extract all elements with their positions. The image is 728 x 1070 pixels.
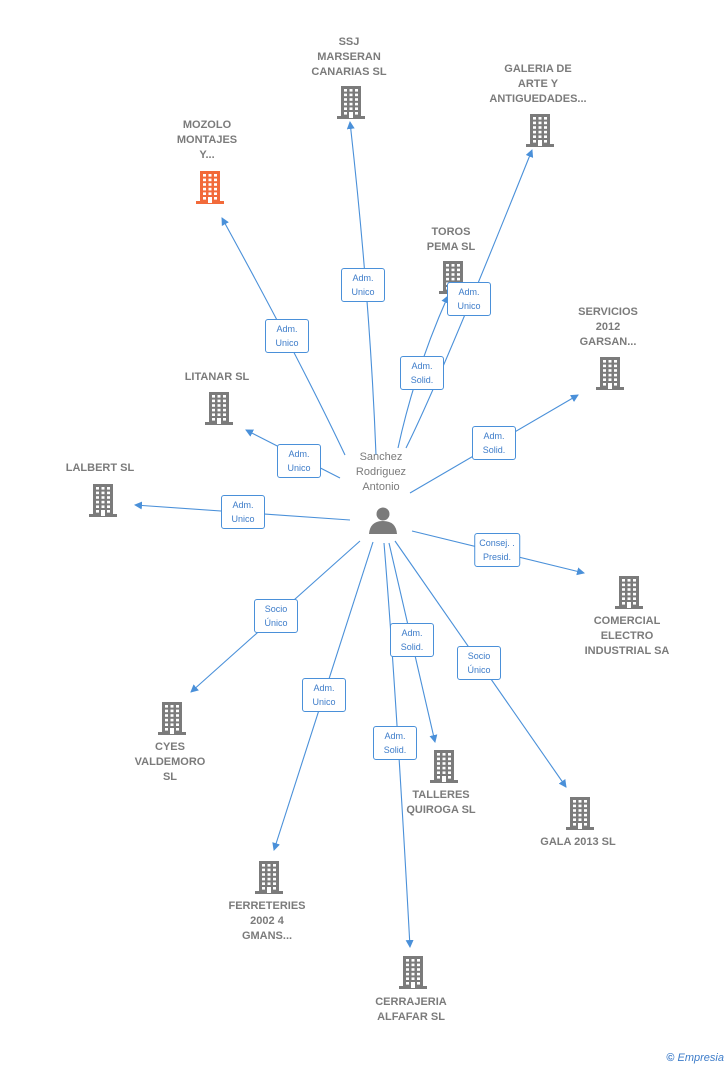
company-label-talleres[interactable]: TALLERES QUIROGA SL — [406, 789, 476, 816]
edge-label-gala[interactable]: Socio Único — [457, 646, 501, 680]
company-label-gala[interactable]: GALA 2013 SL — [540, 836, 616, 848]
edge-galeria — [405, 149, 534, 449]
company-label-comercial[interactable]: COMERCIAL ELECTRO INDUSTRIAL SA — [584, 615, 670, 657]
building-icon-comercial[interactable] — [615, 576, 643, 609]
company-label-litanar[interactable]: LITANAR SL — [184, 371, 250, 383]
edge-label-lalbert[interactable]: Adm. Unico — [221, 495, 265, 529]
person-label[interactable]: Sanchez Rodriguez Antonio — [355, 451, 407, 493]
company-label-mozolo[interactable]: MOZOLO MONTAJES Y... — [176, 119, 238, 161]
building-icon-litanar[interactable] — [205, 392, 233, 425]
edge-label-talleres[interactable]: Adm. Solid. — [390, 623, 434, 657]
company-label-servicios[interactable]: SERVICIOS 2012 GARSAN... — [578, 306, 638, 348]
building-icon-cerrajeria[interactable] — [399, 956, 427, 989]
copyright-symbol: © — [666, 1052, 675, 1064]
edge-label-litanar[interactable]: Adm. Unico — [277, 444, 321, 478]
building-icon-mozolo[interactable] — [196, 171, 224, 204]
building-icon-servicios[interactable] — [596, 357, 624, 390]
edge-label-ferreteries[interactable]: Adm. Unico — [302, 678, 346, 712]
building-icon-lalbert[interactable] — [89, 484, 117, 517]
edge-label-mozolo[interactable]: Adm. Unico — [265, 319, 309, 353]
building-icon-gala[interactable] — [566, 797, 594, 830]
building-icon-talleres[interactable] — [430, 750, 458, 783]
company-label-lalbert[interactable]: LALBERT SL — [65, 462, 135, 474]
person-icon[interactable] — [369, 507, 397, 535]
edge-label-toros[interactable]: Adm. Solid. — [400, 356, 444, 390]
brand-name: Empresia — [677, 1052, 724, 1064]
company-label-galeria[interactable]: GALERIA DE ARTE Y ANTIGUEDADES... — [489, 63, 587, 105]
company-label-cyes[interactable]: CYES VALDEMORO SL — [134, 741, 206, 783]
company-label-ferreteries[interactable]: FERRETERIES 2002 4 GMANS... — [228, 900, 306, 942]
company-label-toros[interactable]: TOROS PEMA SL — [426, 226, 476, 253]
building-icon-cyes[interactable] — [158, 702, 186, 735]
building-icon-ferreteries[interactable] — [255, 861, 283, 894]
edge-label-galeria[interactable]: Adm. Unico — [447, 282, 491, 316]
edge-label-comercial[interactable]: Consej. . Presid. — [474, 533, 520, 567]
company-label-cerrajeria[interactable]: CERRAJERIA ALFAFAR SL — [375, 996, 447, 1023]
company-label-ssj[interactable]: SSJ MARSERAN CANARIAS SL — [311, 36, 387, 78]
edge-label-cerrajeria[interactable]: Adm. Solid. — [373, 726, 417, 760]
building-icon-ssj[interactable] — [337, 86, 365, 119]
footer-brand: © Empresia — [666, 1052, 724, 1064]
edge-label-ssj[interactable]: Adm. Unico — [341, 268, 385, 302]
building-icon-galeria[interactable] — [526, 114, 554, 147]
edge-cerrajeria — [383, 542, 414, 948]
edge-label-servicios[interactable]: Adm. Solid. — [472, 426, 516, 460]
edge-label-cyes[interactable]: Socio Único — [254, 599, 298, 633]
